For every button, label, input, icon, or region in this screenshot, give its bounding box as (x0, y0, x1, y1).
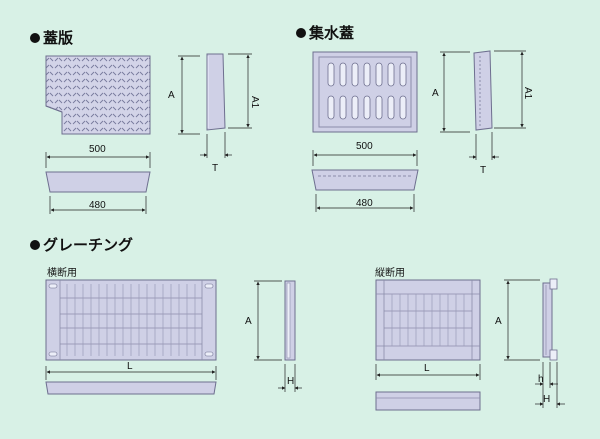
dim-h-small-grating-longitudinal: h (538, 374, 544, 385)
bullet-icon (30, 240, 40, 250)
dim-l-grating-transverse: L (127, 361, 133, 372)
catch-basin-cover-drawing (311, 50, 493, 191)
grating-longitudinal-dimensions (375, 279, 565, 408)
dim-t-cover: T (212, 163, 218, 174)
dim-480-basin: 480 (356, 198, 373, 209)
grating-transverse-drawing (45, 279, 296, 395)
dim-l-grating-longitudinal: L (424, 363, 430, 374)
heading-grating: グレーチング (30, 234, 133, 255)
dim-a-grating-longitudinal: A (495, 316, 502, 327)
dim-a-basin: A (432, 88, 439, 99)
dim-t-basin: T (480, 165, 486, 176)
grating-transverse-dimensions (45, 280, 302, 392)
dim-480-cover: 480 (89, 200, 106, 211)
grating-longitudinal-drawing (375, 278, 558, 411)
bullet-icon (30, 33, 40, 43)
dim-500-basin: 500 (356, 141, 373, 152)
dim-h-grating-longitudinal: H (543, 394, 550, 405)
heading-cover-plate: 蓋版 (30, 27, 73, 48)
dim-h-grating-transverse: H (287, 376, 294, 387)
cover-plate-drawing (45, 53, 226, 193)
cover-plate-dimensions (45, 53, 252, 214)
dim-a1-basin: A1 (522, 87, 533, 100)
dim-a-cover: A (168, 90, 175, 101)
dim-500-cover: 500 (89, 144, 106, 155)
bullet-icon (296, 28, 306, 38)
heading-catch-basin-cover: 集水蓋 (296, 22, 354, 43)
dim-a-grating-transverse: A (245, 316, 252, 327)
label-longitudinal: 縦断用 (375, 268, 405, 279)
dim-a1-cover: A1 (249, 96, 260, 109)
label-transverse: 横断用 (47, 268, 77, 279)
catch-basin-cover-dimensions (312, 50, 526, 212)
